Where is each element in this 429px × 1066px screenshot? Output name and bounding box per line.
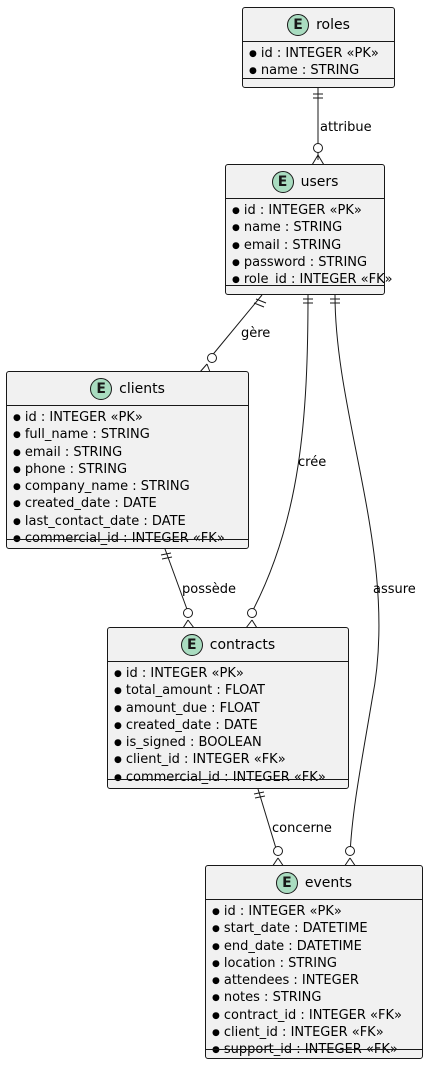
users-crowfoot bbox=[311, 143, 325, 166]
label-attribue: attribue bbox=[320, 120, 372, 135]
label-possede: possède bbox=[182, 582, 236, 597]
roles-side-mark bbox=[313, 93, 323, 99]
attribute: end_date : DATETIME bbox=[212, 939, 416, 956]
attribute: role_id : INTEGER «FK» bbox=[232, 272, 393, 289]
attribute: id : INTEGER «PK» bbox=[249, 46, 388, 63]
attribute: contract_id : INTEGER «FK» bbox=[212, 1008, 416, 1025]
attribute: full_name : STRING bbox=[13, 427, 242, 444]
attribute-list: id : INTEGER «PK» start_date : DATETIME … bbox=[206, 900, 422, 1060]
attribute-list: id : INTEGER «PK» total_amount : FLOAT a… bbox=[108, 662, 348, 787]
edge-users-events bbox=[334, 294, 380, 856]
attribute: email : STRING bbox=[13, 445, 242, 462]
attribute: notes : STRING bbox=[212, 990, 416, 1007]
entity-title: contracts bbox=[209, 636, 276, 653]
entity-title: events bbox=[304, 874, 353, 891]
attribute: id : INTEGER «PK» bbox=[212, 904, 416, 921]
edge-users-contracts bbox=[251, 294, 309, 613]
attribute: name : STRING bbox=[249, 63, 388, 80]
entity-title: roles bbox=[316, 16, 350, 33]
attribute: start_date : DATETIME bbox=[212, 921, 416, 938]
clients-side-mark bbox=[160, 552, 173, 560]
contracts-crowfoot-users bbox=[245, 608, 258, 629]
entity-header: E roles bbox=[243, 8, 394, 42]
entity-roles: E roles id : INTEGER «PK» name : STRING bbox=[242, 7, 395, 88]
entity-title: clients bbox=[119, 380, 165, 397]
label-cree: crée bbox=[298, 455, 326, 470]
clients-crowfoot bbox=[199, 353, 217, 373]
edge-users-clients bbox=[209, 294, 263, 359]
contracts-side-mark bbox=[253, 791, 266, 799]
users-side-mark-contracts bbox=[303, 298, 313, 304]
attribute: support_id : INTEGER «FK» bbox=[212, 1042, 416, 1059]
attribute: total_amount : FLOAT bbox=[114, 683, 342, 700]
users-side-mark-events bbox=[330, 298, 340, 304]
edge-contracts-events bbox=[257, 788, 279, 856]
entity-icon: E bbox=[287, 13, 310, 36]
entity-icon: E bbox=[180, 633, 203, 656]
entity-icon: E bbox=[271, 170, 294, 193]
entity-methods-divider bbox=[206, 1049, 422, 1050]
attribute-list: id : INTEGER «PK» name : STRING email : … bbox=[226, 199, 393, 289]
label-assure: assure bbox=[373, 582, 416, 597]
attribute: created_date : DATE bbox=[13, 496, 242, 513]
attribute: id : INTEGER «PK» bbox=[13, 410, 242, 427]
entity-contracts: E contracts id : INTEGER «PK» total_amou… bbox=[107, 627, 349, 789]
attribute: email : STRING bbox=[232, 238, 378, 255]
entity-title: users bbox=[300, 173, 339, 190]
entity-methods-divider bbox=[243, 78, 394, 79]
attribute: commercial_id : INTEGER «FK» bbox=[13, 531, 242, 548]
users-side-mark-roles bbox=[253, 298, 267, 308]
entity-users: E users id : INTEGER «PK» name : STRING … bbox=[225, 164, 393, 295]
attribute: name : STRING bbox=[232, 220, 378, 237]
entity-clients: E clients id : INTEGER «PK» full_name : … bbox=[6, 371, 249, 549]
label-concerne: concerne bbox=[272, 821, 332, 836]
attribute: last_contact_date : DATE bbox=[13, 514, 242, 531]
entity-events: E events id : INTEGER «PK» start_date : … bbox=[205, 865, 423, 1059]
contracts-crowfoot-clients bbox=[182, 608, 195, 629]
entity-methods-divider bbox=[226, 285, 384, 286]
attribute: attendees : INTEGER bbox=[212, 973, 416, 990]
entity-header: E clients bbox=[7, 372, 248, 406]
edge-clients-contracts bbox=[164, 548, 189, 613]
entity-header: E contracts bbox=[108, 628, 348, 662]
attribute-list: id : INTEGER «PK» full_name : STRING ema… bbox=[7, 406, 248, 548]
entity-methods-divider bbox=[7, 539, 248, 540]
attribute: id : INTEGER «PK» bbox=[114, 666, 342, 683]
attribute: phone : STRING bbox=[13, 462, 242, 479]
entity-icon: E bbox=[90, 377, 113, 400]
attribute-list: id : INTEGER «PK» name : STRING bbox=[243, 42, 394, 81]
attribute: amount_due : FLOAT bbox=[114, 701, 342, 718]
events-crowfoot-contracts bbox=[271, 846, 285, 868]
events-crowfoot-users bbox=[343, 846, 357, 868]
attribute: client_id : INTEGER «FK» bbox=[114, 752, 342, 769]
attribute: created_date : DATE bbox=[114, 718, 342, 735]
attribute: company_name : STRING bbox=[13, 479, 242, 496]
entity-methods-divider bbox=[108, 779, 348, 780]
attribute: client_id : INTEGER «FK» bbox=[212, 1025, 416, 1042]
entity-header: E users bbox=[226, 165, 384, 199]
entity-icon: E bbox=[275, 871, 298, 894]
attribute: location : STRING bbox=[212, 956, 416, 973]
attribute: password : STRING bbox=[232, 255, 378, 272]
attribute: id : INTEGER «PK» bbox=[232, 203, 378, 220]
entity-header: E events bbox=[206, 866, 422, 900]
attribute: is_signed : BOOLEAN bbox=[114, 735, 342, 752]
label-gere: gère bbox=[241, 326, 270, 341]
attribute: commercial_id : INTEGER «FK» bbox=[114, 770, 342, 787]
